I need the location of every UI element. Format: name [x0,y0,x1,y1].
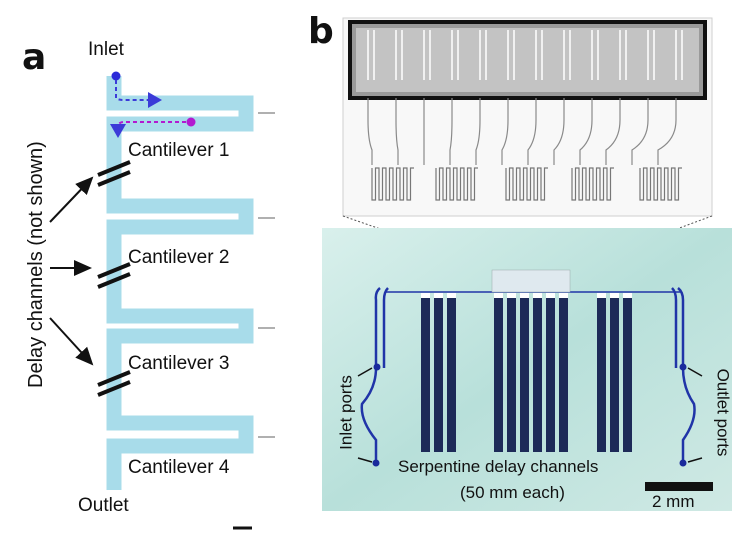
delay-channel-cap [533,293,542,298]
delay-channel-strip [507,297,516,452]
delay-channel-strip [421,297,430,452]
delay-channel-cap [494,293,503,298]
inlet-dot [111,71,121,81]
inset-trace [395,98,399,165]
delay-channels-label: Delay channels (not shown) [25,141,47,388]
cantilever-tine [423,30,431,80]
delay-channel-cap [623,293,632,298]
delay-channel-arrows [49,176,94,366]
delay-channel-strip [623,297,632,452]
flow-arrows [110,71,196,138]
delay-channel-cap [447,293,456,298]
serpentine-label: Serpentine delay channels [398,457,599,476]
cantilever-tine [367,30,375,80]
delay-channel-strip [610,297,619,452]
cantilever-tine [479,30,487,80]
delay-channel-strip [533,297,542,452]
delay-channel-cap [507,293,516,298]
cantilever-1-label: Cantilever 1 [128,140,230,161]
outlet-dot [186,117,196,127]
delay-channel-strip [520,297,529,452]
inset-trace [605,98,621,165]
delay-channel-strip [546,297,555,452]
serpentine-delay-channels [421,293,632,452]
scale-bar [645,482,713,491]
port-annotation-lines [357,367,703,463]
inset-serpentine [505,167,548,201]
cantilever-tine [619,30,627,80]
inset-serpentine [371,167,414,201]
cantilever-tine [675,30,683,80]
delay-channel-strip [447,297,456,452]
panel-letter-a: a [22,37,47,78]
cantilever-4-label: Cantilever 4 [128,457,230,478]
cantilever-tine [535,30,543,80]
inset-serpentine [639,167,682,201]
delay-channel-cap [610,293,619,298]
delay-channel-cap [434,293,443,298]
delay-channel-cap [421,293,430,298]
cantilever-tine [591,30,599,80]
delay-channel-cap [546,293,555,298]
cantilever-tine [563,30,571,80]
cantilever-tine [395,30,403,80]
cantilever-tine [647,30,655,80]
serpentine-sublabel: (50 mm each) [460,483,565,502]
outlet-label: Outlet [78,495,129,516]
channel-break-marks [97,160,131,397]
inset-trace [367,98,373,165]
cantilever-3-label: Cantilever 3 [128,353,230,374]
inset-trace [527,98,537,165]
cantilever-tine [507,30,515,80]
delay-channel-strip [434,297,443,452]
delay-channel-cap [520,293,529,298]
delay-channel-cap [559,293,568,298]
delay-channel-strip [494,297,503,452]
inset-serpentine [435,167,478,201]
inset-trace [501,98,509,165]
inlet-ports-label: Inlet ports [336,375,356,450]
panel-a-serpentine-channel [106,76,254,490]
delay-channel-strip [597,297,606,452]
panel-letter-b: b [308,11,334,52]
outlet-ports-label: Outlet ports [713,368,733,457]
scale-bar-label: 2 mm [652,492,695,511]
inset-serpentine [571,167,614,201]
inset-trace [475,98,481,165]
cantilever-2-label: Cantilever 2 [128,247,230,268]
micrograph-inset [342,17,713,217]
delay-channel-strip [559,297,568,452]
cantilever-tine [451,30,459,80]
inset-trace [579,98,593,165]
inset-trace [553,98,565,165]
inlet-label: Inlet [88,39,124,60]
panel-a-tick-marks [258,112,275,438]
inset-trace [631,98,649,165]
inset-trace [449,98,453,165]
inset-trace [657,98,677,165]
delay-channel-cap [597,293,606,298]
